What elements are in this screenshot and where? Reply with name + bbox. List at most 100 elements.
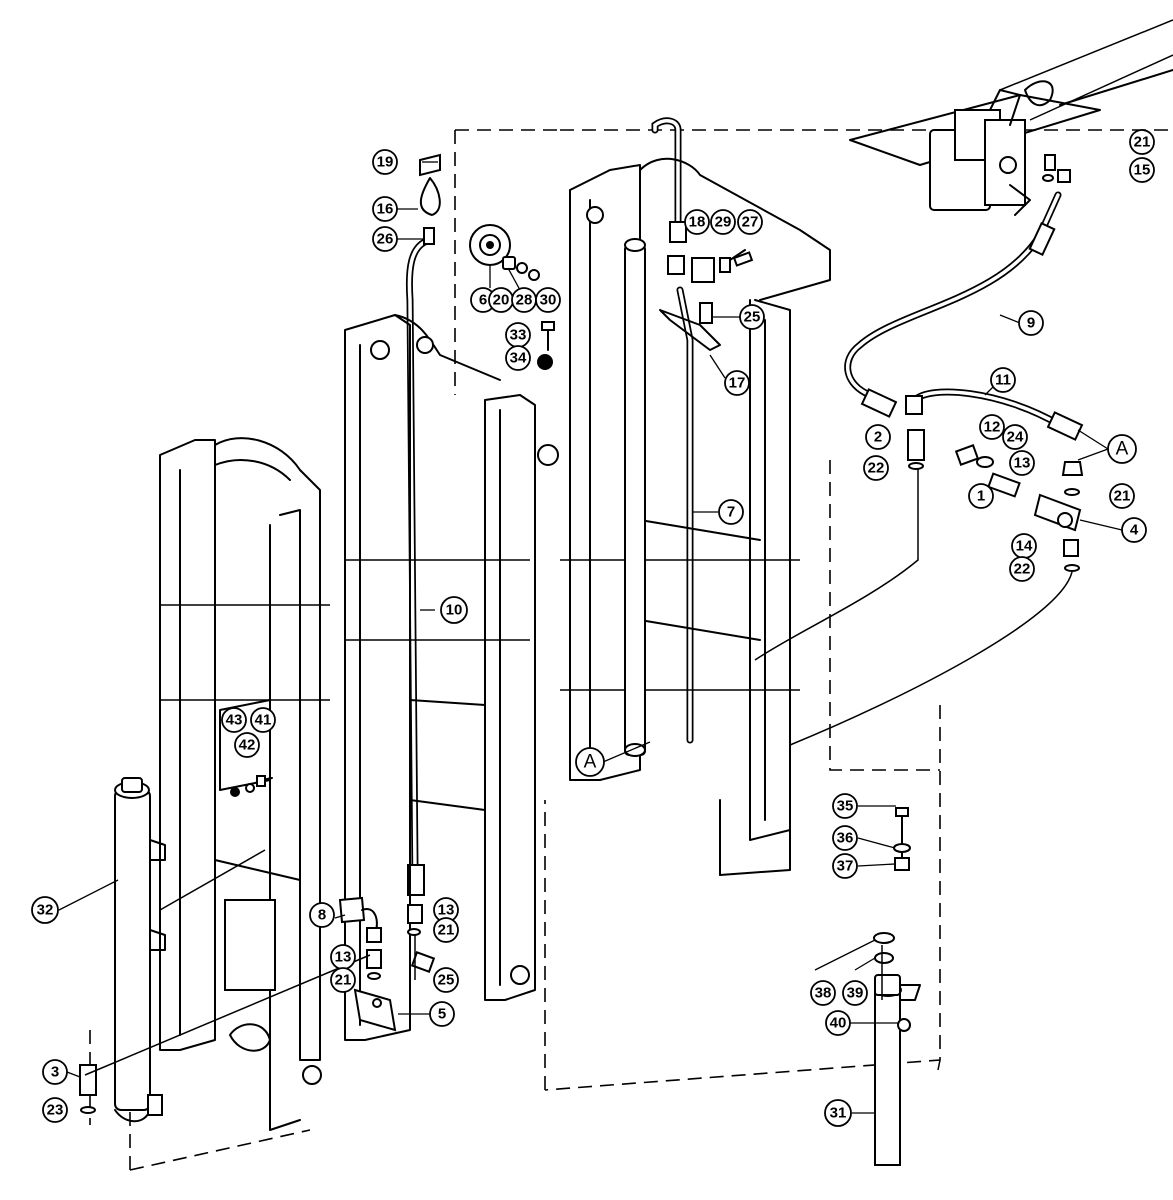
svg-text:29: 29 (715, 214, 732, 231)
callout-5[interactable]: 5 (429, 1001, 455, 1027)
callout-37[interactable]: 37 (832, 853, 858, 879)
callout-A-lower[interactable]: A (575, 747, 605, 777)
callout-22-top[interactable]: 22 (863, 455, 889, 481)
callout-27[interactable]: 27 (737, 209, 763, 235)
hose-11 (905, 388, 1084, 441)
callout-39[interactable]: 39 (842, 980, 868, 1006)
svg-text:27: 27 (742, 214, 759, 231)
callout-17[interactable]: 17 (724, 370, 750, 396)
clamp-16-19 (419, 153, 441, 245)
callout-13-right[interactable]: 13 (1009, 450, 1035, 476)
svg-text:22: 22 (868, 460, 885, 477)
callout-25-top[interactable]: 25 (739, 304, 765, 330)
svg-text:2: 2 (874, 429, 882, 446)
fittings-left (79, 775, 436, 1114)
svg-text:25: 25 (438, 972, 455, 989)
bolt-35-37 (893, 807, 911, 871)
callout-23[interactable]: 23 (42, 1097, 68, 1123)
svg-text:23: 23 (47, 1102, 64, 1119)
callout-24[interactable]: 24 (1002, 424, 1028, 450)
callout-38[interactable]: 38 (810, 980, 836, 1006)
svg-text:8: 8 (318, 907, 326, 924)
callout-25-lower[interactable]: 25 (433, 967, 459, 993)
svg-text:7: 7 (727, 504, 735, 521)
callout-34[interactable]: 34 (505, 345, 531, 371)
callout-7[interactable]: 7 (718, 499, 744, 525)
callout-14[interactable]: 14 (1011, 533, 1037, 559)
svg-text:40: 40 (830, 1015, 847, 1032)
svg-text:30: 30 (540, 292, 557, 309)
callout-12[interactable]: 12 (979, 414, 1005, 440)
callout-36[interactable]: 36 (832, 825, 858, 851)
svg-text:13: 13 (335, 949, 352, 966)
callout-28[interactable]: 28 (511, 287, 537, 313)
callout-A-right[interactable]: A (1107, 434, 1137, 464)
callout-43[interactable]: 43 (221, 707, 247, 733)
callout-9[interactable]: 9 (1018, 310, 1044, 336)
callout-21-left[interactable]: 21 (433, 917, 459, 943)
fittings-right (907, 154, 1084, 572)
callout-16[interactable]: 16 (372, 196, 398, 222)
callout-8[interactable]: 8 (309, 902, 335, 928)
svg-text:39: 39 (847, 985, 864, 1002)
callout-26[interactable]: 26 (372, 226, 398, 252)
svg-text:37: 37 (837, 858, 854, 875)
callout-32[interactable]: 32 (31, 896, 59, 924)
callout-21-lower[interactable]: 21 (330, 967, 356, 993)
svg-text:18: 18 (689, 214, 706, 231)
svg-text:41: 41 (255, 712, 272, 729)
bolt-33-34 (537, 321, 555, 370)
callout-20[interactable]: 20 (488, 287, 514, 313)
outer-mast (159, 437, 330, 1131)
callout-42[interactable]: 42 (234, 732, 260, 758)
svg-text:21: 21 (335, 972, 352, 989)
svg-text:1: 1 (977, 488, 985, 505)
washers-38-39 (873, 932, 895, 964)
svg-text:33: 33 (510, 327, 527, 344)
svg-text:43: 43 (226, 712, 243, 729)
callout-1[interactable]: 1 (968, 483, 994, 509)
callouts: 1 2 3 4 5 6 7 8 9 10 11 12 13 13 13 14 1… (31, 129, 1155, 1127)
pulley-parts (502, 256, 540, 281)
svg-text:25: 25 (744, 309, 761, 326)
svg-text:13: 13 (438, 902, 455, 919)
callout-33[interactable]: 33 (505, 322, 531, 348)
inner-mast (560, 157, 831, 876)
svg-text:12: 12 (984, 419, 1001, 436)
callout-35[interactable]: 35 (832, 793, 858, 819)
leader-lines (58, 161, 1123, 1114)
svg-text:28: 28 (516, 292, 533, 309)
svg-text:6: 6 (479, 292, 487, 309)
callout-13-left[interactable]: 13 (433, 897, 459, 923)
callout-4[interactable]: 4 (1121, 517, 1147, 543)
callout-31[interactable]: 31 (824, 1099, 852, 1127)
callout-10[interactable]: 10 (440, 596, 468, 624)
callout-30[interactable]: 30 (535, 287, 561, 313)
callout-15[interactable]: 15 (1129, 157, 1155, 183)
callout-21-top[interactable]: 21 (1129, 129, 1155, 155)
svg-text:9: 9 (1027, 315, 1035, 332)
svg-text:21: 21 (1134, 134, 1151, 151)
callout-2[interactable]: 2 (865, 424, 891, 450)
svg-text:14: 14 (1016, 538, 1033, 555)
cylinder-31 (874, 974, 921, 1166)
callout-29[interactable]: 29 (710, 209, 736, 235)
svg-text:22: 22 (1014, 561, 1031, 578)
callout-13-lower[interactable]: 13 (330, 944, 356, 970)
connection-lines (84, 468, 1073, 1076)
callout-18[interactable]: 18 (684, 209, 710, 235)
callout-3[interactable]: 3 (42, 1059, 68, 1085)
svg-text:35: 35 (837, 798, 854, 815)
callout-22-lower[interactable]: 22 (1009, 556, 1035, 582)
callout-40[interactable]: 40 (825, 1010, 851, 1036)
svg-text:16: 16 (377, 201, 394, 218)
svg-text:11: 11 (995, 372, 1011, 389)
svg-text:4: 4 (1130, 522, 1139, 539)
callout-21-right[interactable]: 21 (1109, 483, 1135, 509)
svg-text:A: A (584, 752, 597, 773)
svg-text:24: 24 (1007, 429, 1024, 446)
callout-11[interactable]: 11 (990, 367, 1016, 393)
svg-text:5: 5 (438, 1006, 446, 1023)
callout-19[interactable]: 19 (372, 149, 398, 175)
callout-41[interactable]: 41 (250, 707, 276, 733)
